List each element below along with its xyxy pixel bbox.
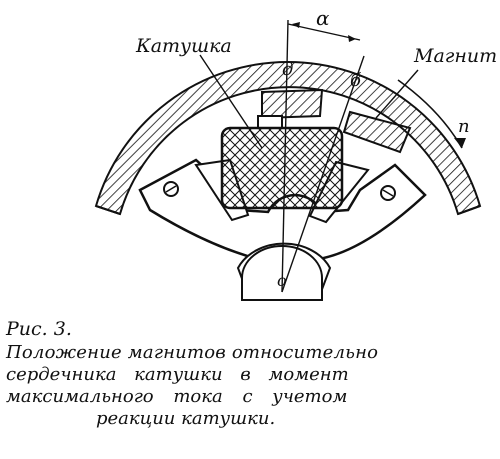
magnet-label: Магнит xyxy=(413,45,497,67)
rotation-arrow xyxy=(397,79,466,149)
caption-line: реакции катушки. xyxy=(96,408,276,429)
d-label: д xyxy=(282,59,293,80)
magnet-right xyxy=(342,110,412,154)
coil xyxy=(220,126,344,210)
alpha-label: α xyxy=(316,6,330,30)
reference-lines xyxy=(281,19,365,293)
rotor-ring xyxy=(94,61,482,216)
caption-line: Положение магнитов относительно xyxy=(6,342,379,363)
n-label: n xyxy=(458,116,470,137)
o-label: о xyxy=(277,271,287,290)
caption-line: максимального тока с учетом xyxy=(6,386,348,407)
caption-line: сердечника катушки в момент xyxy=(6,364,349,385)
leader-lines xyxy=(199,54,419,149)
b-label: б xyxy=(350,70,362,91)
alpha-arc xyxy=(287,23,361,41)
figure-number: Рис. 3. xyxy=(6,318,72,340)
figure-caption: Рис. 3. Положение магнитов относительно … xyxy=(6,318,416,430)
coil-label: Катушка xyxy=(135,35,232,57)
magnet-left xyxy=(261,88,324,120)
